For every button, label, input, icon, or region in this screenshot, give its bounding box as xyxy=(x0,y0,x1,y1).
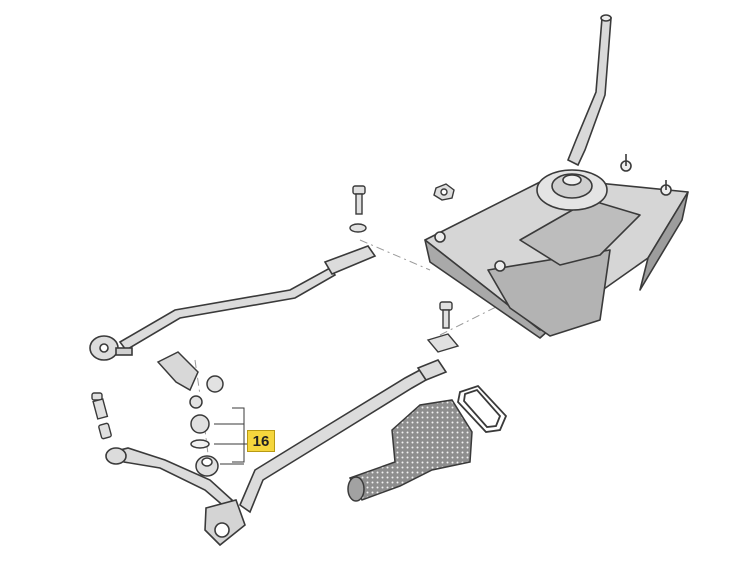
gear-shift-housing xyxy=(424,154,689,339)
part-number-callout: 16 xyxy=(247,430,275,452)
bushing-stack xyxy=(190,414,219,477)
o-ring xyxy=(457,384,508,433)
joint-bracket xyxy=(156,351,224,409)
hex-nut-top xyxy=(433,183,455,201)
shift-rod-upper xyxy=(89,245,377,361)
bolt-lower xyxy=(426,301,460,353)
screw-left xyxy=(91,392,112,440)
selector-rod xyxy=(105,447,246,547)
shift-rod-lower xyxy=(239,359,448,514)
rubber-boot xyxy=(347,399,473,502)
bolt-upper xyxy=(349,185,367,233)
gear-lever xyxy=(566,14,612,167)
callout-bracket xyxy=(214,407,247,465)
